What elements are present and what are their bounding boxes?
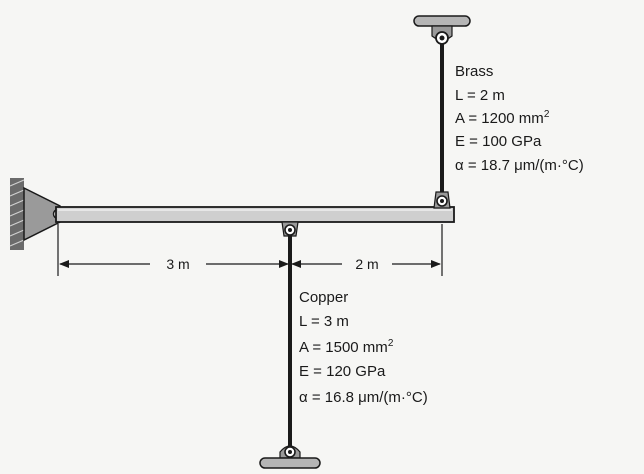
dim-left-span: 3 m: [166, 256, 189, 272]
dimension-lines: [57, 224, 443, 276]
copper-area: A = 1500 mm2: [299, 338, 394, 356]
brass-label: Brass: [455, 63, 493, 80]
copper-label: Copper: [299, 289, 348, 306]
wall-support: [9, 178, 25, 250]
rigid-beam: [55, 206, 455, 223]
copper-alpha: α = 16.8 μm/(m·°C): [299, 389, 428, 406]
brass-area: A = 1200 mm2: [455, 109, 550, 127]
brass-top-support: [413, 15, 471, 27]
copper-bottom-support: [259, 457, 321, 469]
brass-rod: [413, 15, 471, 209]
copper-length: L = 3 m: [299, 313, 349, 330]
brass-alpha: α = 18.7 μm/(m·°C): [455, 157, 584, 174]
copper-properties: Copper L = 3 m A = 1500 mm2 E = 120 GPa …: [299, 289, 428, 406]
brass-modulus: E = 100 GPa: [455, 133, 542, 150]
brass-properties: Brass L = 2 m A = 1200 mm2 E = 100 GPa α…: [455, 63, 584, 174]
dim-right-span: 2 m: [355, 256, 378, 272]
brass-length: L = 2 m: [455, 87, 505, 104]
copper-modulus: E = 120 GPa: [299, 363, 386, 380]
